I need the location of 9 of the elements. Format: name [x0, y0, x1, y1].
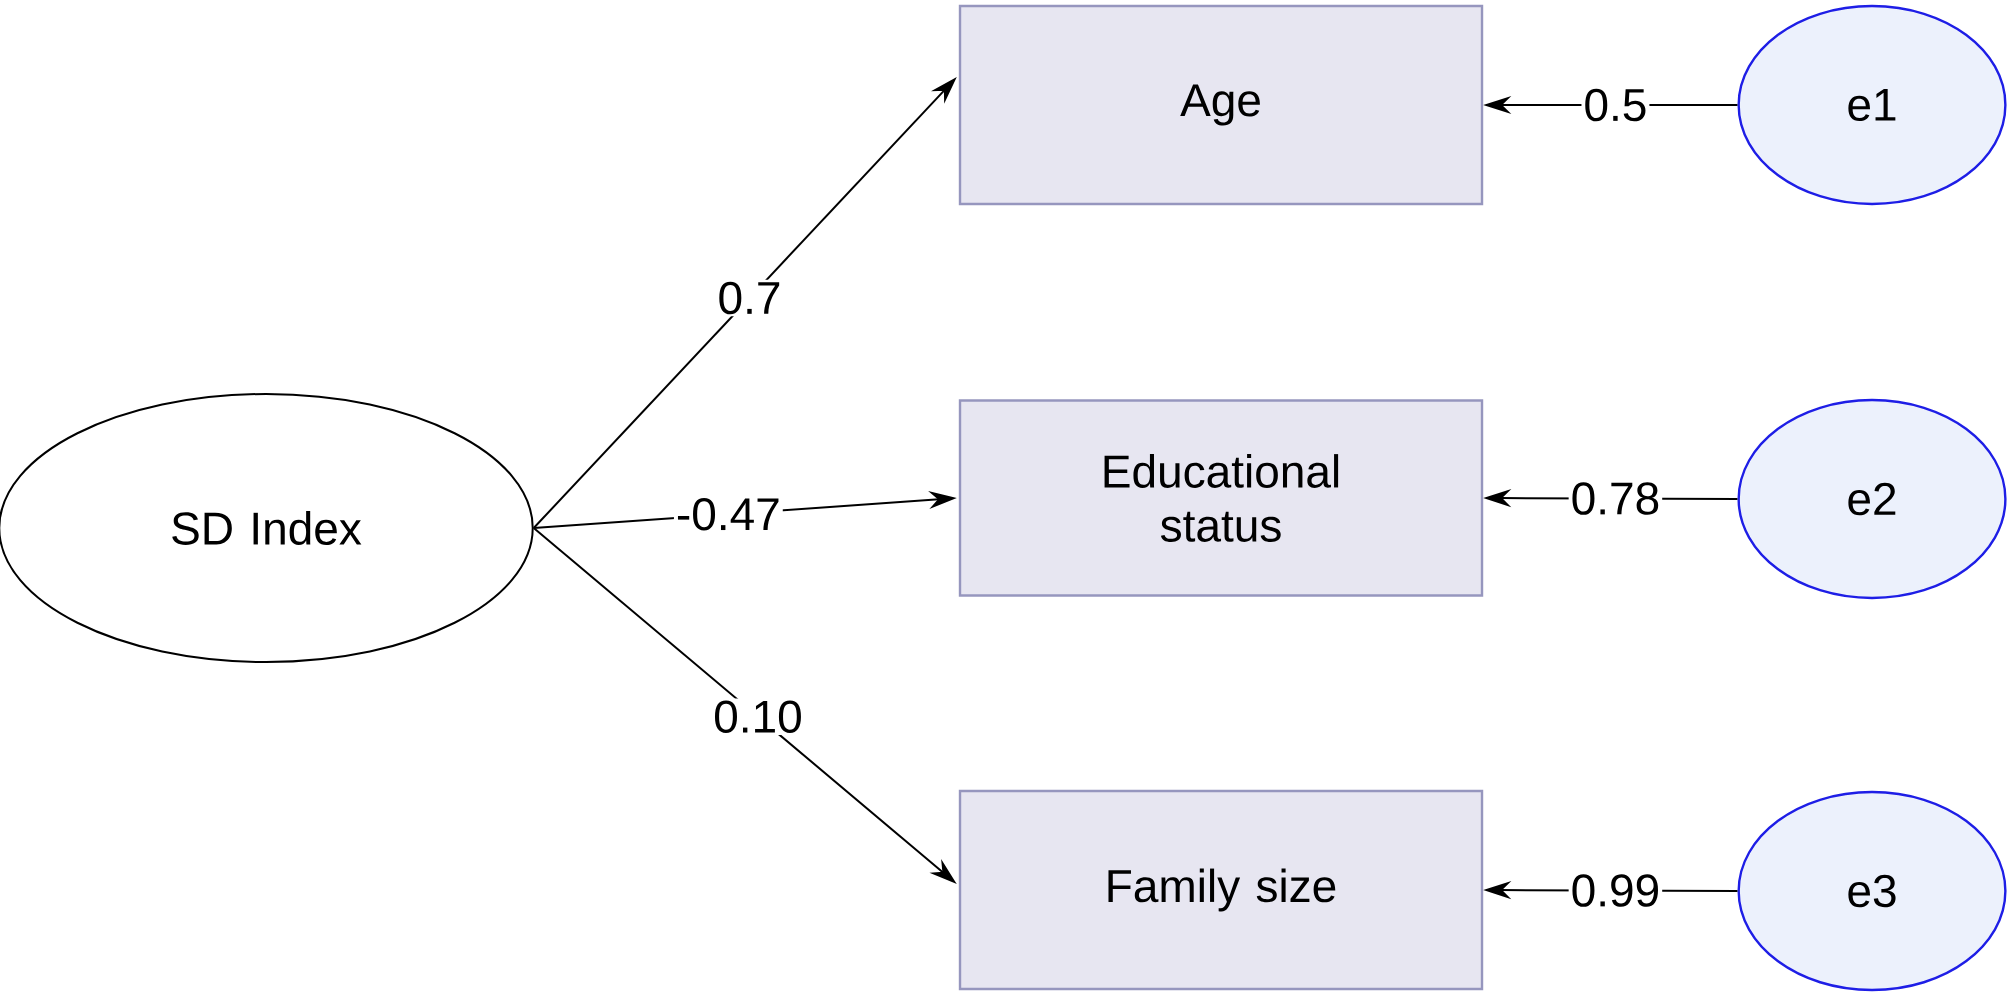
edge-label: 0.99	[1568, 872, 1663, 909]
observed-variable-box: Age	[958, 4, 1484, 206]
edge-label: 0.78	[1568, 480, 1663, 517]
edge-label: 0.10	[711, 698, 805, 735]
edge-label: 0.5	[1581, 86, 1650, 124]
observed-variable-box: Educational status	[958, 399, 1484, 597]
edge-label: -0.47	[673, 495, 783, 533]
observed-variable-box: Family size	[958, 789, 1484, 991]
edge-label: 0.7	[715, 279, 784, 317]
